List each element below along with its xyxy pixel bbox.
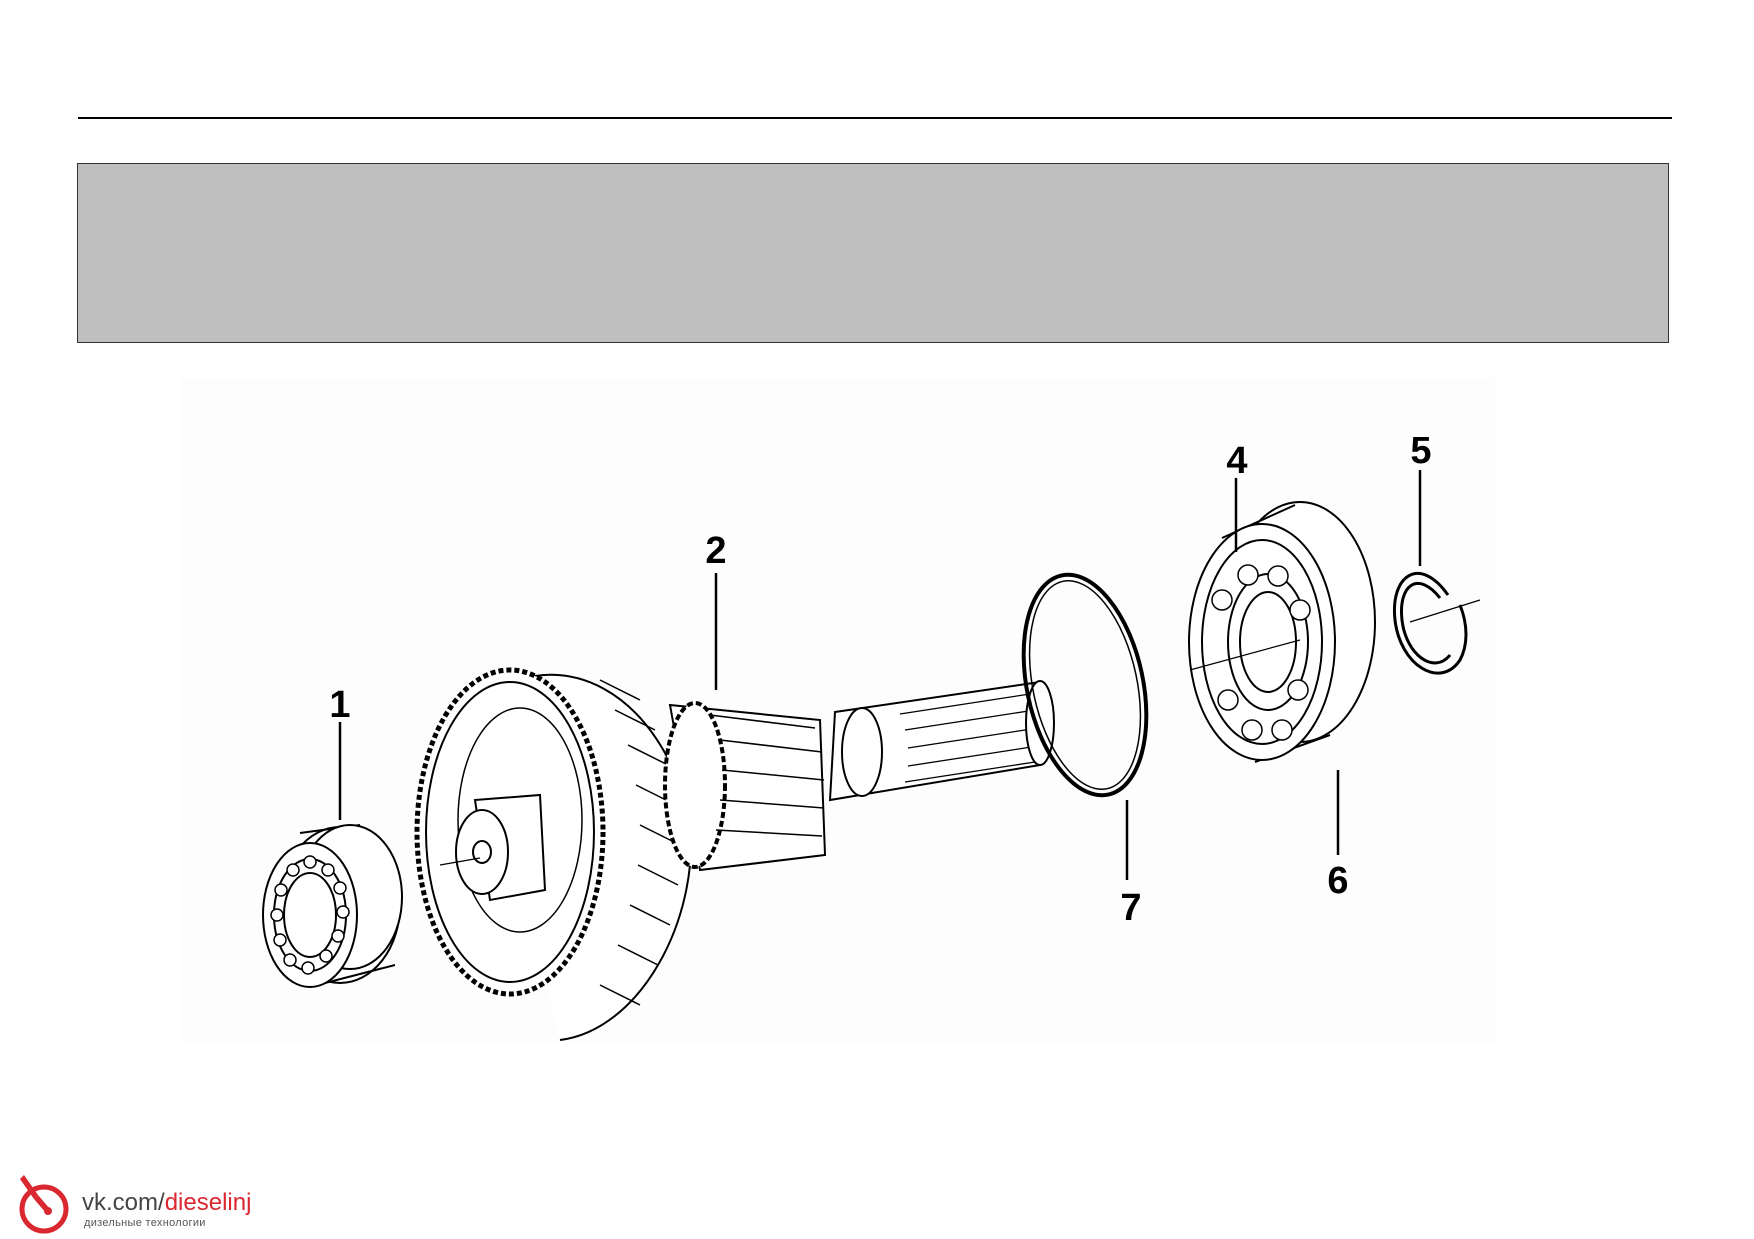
ball-bearing-part-4 (1188, 501, 1376, 763)
callout-6: 6 (1327, 860, 1348, 902)
callout-2: 2 (705, 530, 726, 572)
injector-logo-icon (19, 1175, 69, 1234)
callout-5: 5 (1410, 430, 1431, 472)
watermark-handle: dieselinj (164, 1189, 252, 1216)
header-banner (77, 163, 1669, 343)
callout-4: 4 (1226, 440, 1247, 482)
gear-shaft-part-2 (414, 667, 1055, 1041)
snap-ring-part-5 (1392, 572, 1468, 675)
axis-line (439, 599, 1481, 866)
roller-bearing-part-1 (262, 824, 403, 988)
watermark: vk.com/dieselinj дизельные технологии (14, 1165, 314, 1235)
o-ring-part-7 (1021, 572, 1149, 798)
leader-lines (338, 470, 1422, 880)
watermark-domain: vk.com/ (82, 1189, 165, 1216)
callout-1: 1 (329, 684, 350, 726)
watermark-tagline: дизельные технологии (84, 1217, 206, 1229)
callout-7: 7 (1120, 887, 1141, 929)
watermark-url: vk.com/dieselinj (82, 1189, 251, 1217)
header-rule (78, 117, 1672, 119)
